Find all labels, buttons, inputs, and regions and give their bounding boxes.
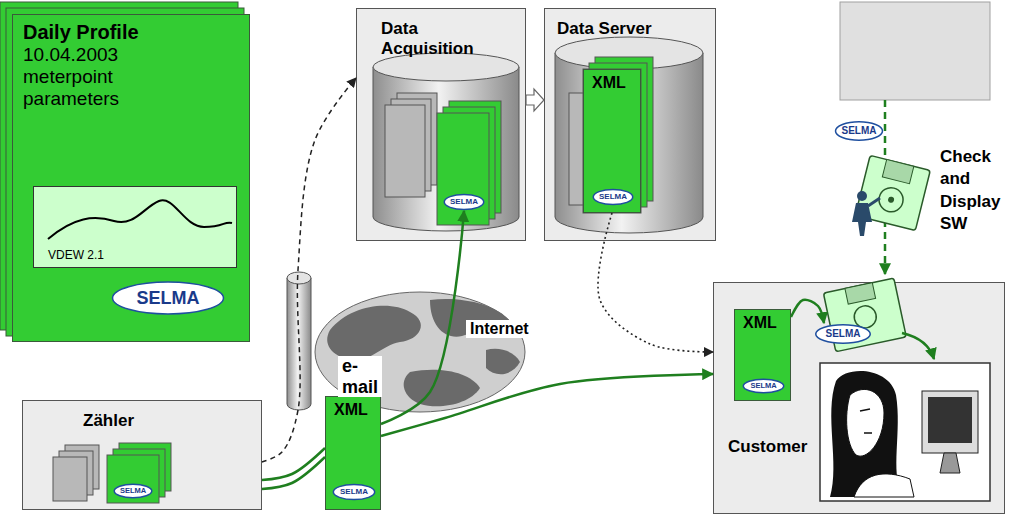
- data-connector: [598, 213, 713, 352]
- person-figure: [852, 191, 880, 236]
- connector-line: [262, 448, 325, 480]
- document-sheet: XML SELMA: [325, 396, 381, 510]
- selma-logo: SELMA: [443, 193, 485, 211]
- node-title: Data Acquisition: [381, 19, 491, 58]
- logo-text: SELMA: [842, 126, 877, 136]
- label-slot: Internet: [466, 320, 533, 338]
- pipe: [287, 272, 311, 410]
- system-panel: Customer XML SELMA SELMA: [713, 282, 1005, 514]
- node-title: Daily Profile: [23, 21, 239, 44]
- software-label: Check and Display SW: [940, 146, 1000, 236]
- connector-line: [381, 211, 464, 424]
- connector-line: [381, 374, 713, 436]
- system-panel: ZählerSELMA: [22, 400, 262, 510]
- connector-line: [262, 457, 325, 489]
- connector-line: [598, 213, 713, 352]
- email-connector: [381, 211, 464, 424]
- logo-text: SELMA: [750, 382, 776, 390]
- blank-panel: [840, 2, 990, 100]
- connector-line: [262, 78, 356, 462]
- selma-logo: SELMA: [834, 120, 884, 142]
- transfer-arrow: [526, 89, 544, 111]
- arrow-body: [526, 89, 544, 111]
- logo-text: SELMA: [826, 329, 861, 339]
- email-connector: [262, 448, 325, 489]
- node-title: Zähler: [83, 411, 261, 431]
- email-connector: [381, 374, 713, 436]
- node-title: VDEW 2.1: [48, 249, 236, 263]
- label-slot: Check and Display SW: [940, 146, 1000, 236]
- node-title: Customer: [728, 437, 1004, 457]
- label-slot: e-mail: [338, 356, 382, 397]
- system-panel: Data AcquisitionSELMA: [356, 8, 526, 241]
- data-connector: [262, 78, 356, 462]
- logo-text: SELMA: [120, 487, 146, 495]
- connector-label: e-mail: [338, 356, 382, 397]
- system-panel: Data ServerXML SELMA: [544, 8, 716, 241]
- node-title: XML: [743, 314, 790, 332]
- globe: [315, 292, 525, 412]
- document-sheet: XML SELMA: [583, 69, 641, 213]
- selma-logo: SELMA: [332, 483, 376, 501]
- connector-line: [791, 300, 824, 323]
- node-title: XML: [334, 401, 380, 419]
- selma-logo: SELMA: [814, 323, 872, 345]
- node-title: Data Server: [557, 19, 703, 39]
- load-profile-chart: VDEW 2.1: [33, 186, 237, 268]
- selma-logo: SELMA: [742, 378, 785, 394]
- network-label: Internet: [466, 320, 533, 338]
- selma-logo: SELMA: [592, 188, 634, 206]
- logo-text: SELMA: [137, 289, 200, 307]
- selma-logo: SELMA: [109, 279, 227, 317]
- node-body: 10.04.2003 meterpoint parameters: [23, 44, 153, 110]
- logo-text: SELMA: [450, 198, 478, 206]
- email-connector: [791, 300, 824, 323]
- document-sheet: XML SELMA: [734, 309, 791, 401]
- logo-text: SELMA: [599, 193, 627, 201]
- node-title: XML: [592, 74, 640, 92]
- selma-logo: SELMA: [113, 483, 153, 499]
- logo-text: SELMA: [340, 488, 368, 496]
- document-sheet: Daily Profile10.04.2003 meterpoint param…: [12, 14, 250, 342]
